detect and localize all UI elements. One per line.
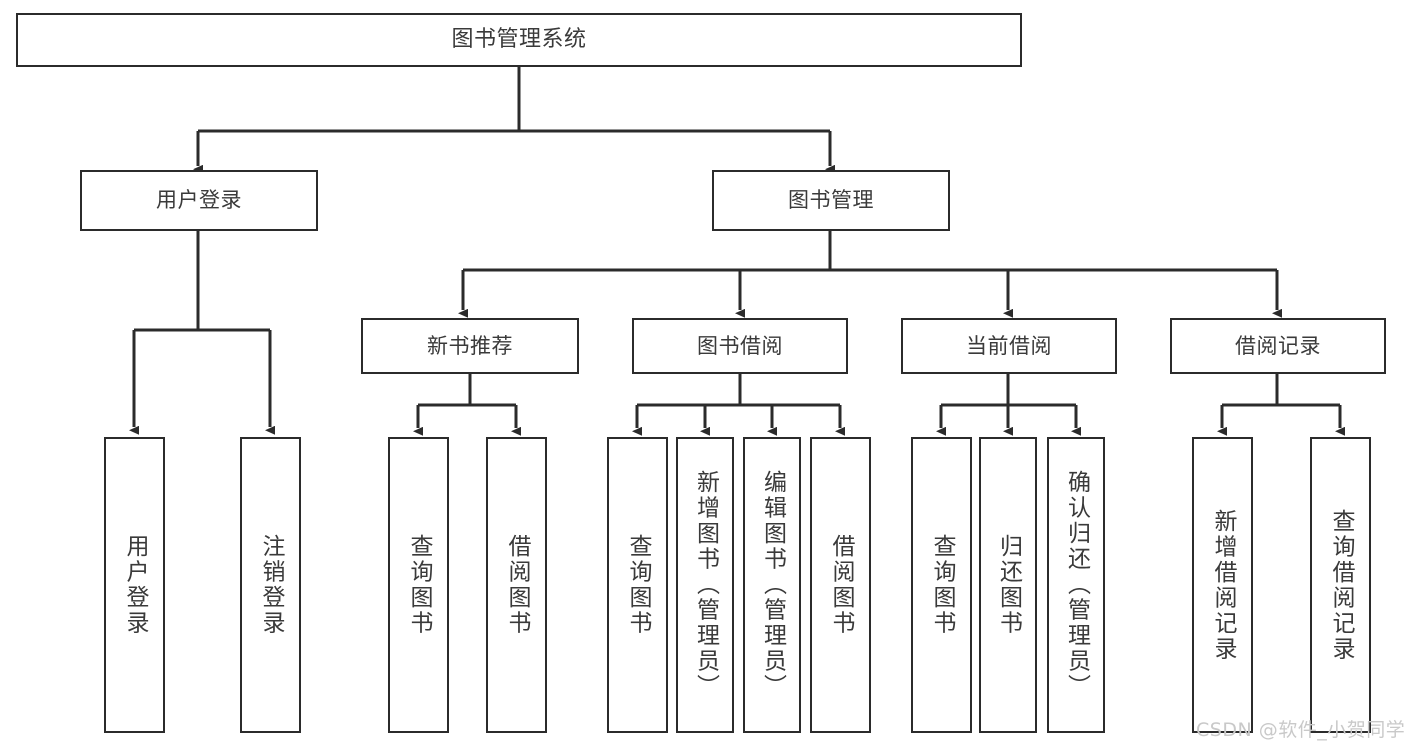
node-label: 用户登录	[122, 534, 148, 636]
leaf-edit-book-admin[interactable]: 编辑图书（管理员）	[743, 437, 801, 733]
node-label: 确认归还（管理员）	[1063, 470, 1090, 700]
node-label: 查询借阅记录	[1328, 508, 1354, 662]
node-label: 新增图书（管理员）	[692, 470, 719, 700]
node-label: 借阅图书	[504, 534, 530, 636]
node-label: 编辑图书（管理员）	[759, 470, 786, 700]
leaf-borrow-book-recommend[interactable]: 借阅图书	[486, 437, 547, 733]
leaf-confirm-return-admin[interactable]: 确认归还（管理员）	[1047, 437, 1105, 733]
node-label: 查询图书	[406, 534, 432, 636]
node-user-login[interactable]: 用户登录	[80, 170, 318, 231]
leaf-query-book-current[interactable]: 查询图书	[911, 437, 972, 733]
leaf-query-borrow-record[interactable]: 查询借阅记录	[1310, 437, 1371, 733]
node-label: 图书借阅	[697, 333, 783, 358]
leaf-return-book[interactable]: 归还图书	[979, 437, 1037, 733]
leaf-user-login[interactable]: 用户登录	[104, 437, 165, 733]
node-book-borrowing[interactable]: 图书借阅	[632, 318, 848, 374]
node-borrowing-record[interactable]: 借阅记录	[1170, 318, 1386, 374]
node-label: 当前借阅	[966, 333, 1052, 358]
node-label: 借阅图书	[828, 534, 854, 636]
node-current-borrowing[interactable]: 当前借阅	[901, 318, 1117, 374]
leaf-query-book-recommend[interactable]: 查询图书	[388, 437, 449, 733]
leaf-query-book-borrow[interactable]: 查询图书	[607, 437, 668, 733]
node-label: 查询图书	[929, 534, 955, 636]
leaf-add-book-admin[interactable]: 新增图书（管理员）	[676, 437, 734, 733]
node-label: 图书管理	[788, 188, 874, 213]
node-label: 图书管理系统	[451, 27, 587, 53]
leaf-add-borrow-record[interactable]: 新增借阅记录	[1192, 437, 1253, 733]
node-label: 查询图书	[625, 534, 651, 636]
node-root-book-management-system[interactable]: 图书管理系统	[16, 13, 1022, 67]
node-label: 归还图书	[995, 534, 1022, 636]
node-new-book-recommendation[interactable]: 新书推荐	[361, 318, 579, 374]
node-label: 注销登录	[258, 534, 284, 636]
node-label: 新增借阅记录	[1210, 508, 1236, 662]
node-label: 用户登录	[156, 188, 242, 213]
csdn-watermark: CSDN @软件_小贺同学	[1196, 719, 1405, 741]
node-label: 新书推荐	[427, 333, 513, 358]
leaf-borrow-book[interactable]: 借阅图书	[810, 437, 871, 733]
node-label: 借阅记录	[1235, 333, 1321, 358]
leaf-logout[interactable]: 注销登录	[240, 437, 301, 733]
node-book-management[interactable]: 图书管理	[712, 170, 950, 231]
